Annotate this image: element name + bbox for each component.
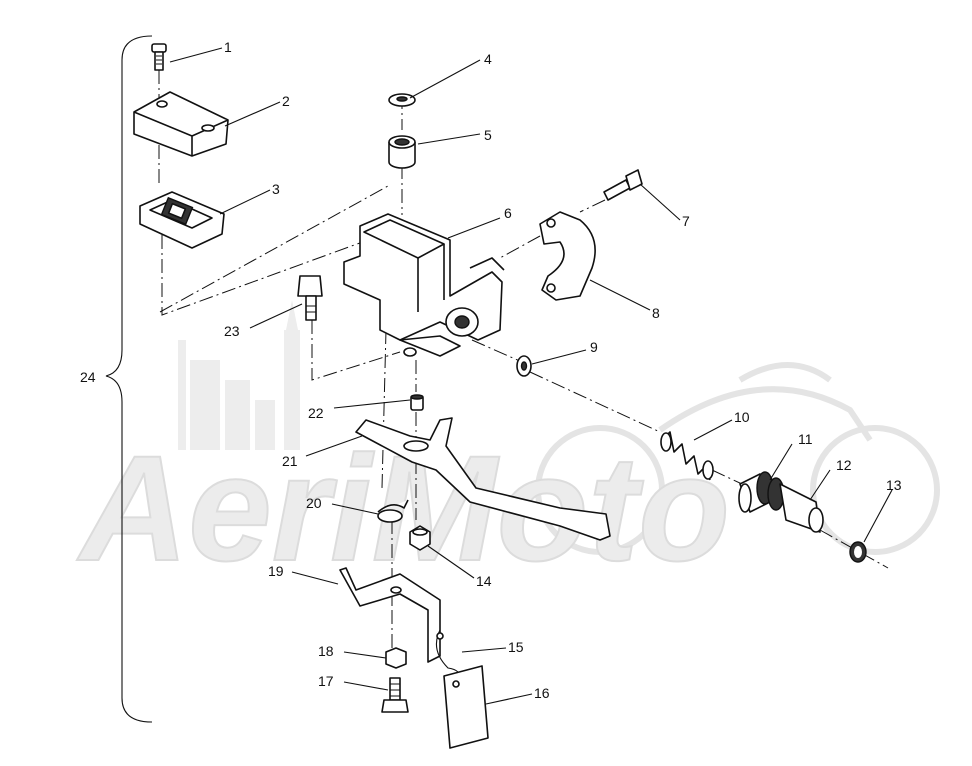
- callout-21: 21: [282, 453, 298, 469]
- callout-8: 8: [652, 305, 660, 321]
- callout-1: 1: [224, 39, 232, 55]
- part-13-o-ring: [849, 541, 867, 563]
- assembly-bracket: [105, 35, 153, 723]
- callout-18: 18: [318, 643, 334, 659]
- callout-9: 9: [590, 339, 598, 355]
- part-18-nut: [385, 647, 407, 669]
- part-20-spring-clip: [377, 499, 409, 523]
- callout-19: 19: [268, 563, 284, 579]
- part-8-clamp: [539, 211, 596, 301]
- part-5-bushing: [388, 135, 416, 169]
- part-6-master-cylinder: [343, 213, 505, 357]
- part-7-bolt: [603, 169, 643, 201]
- part-17-screw: [381, 677, 409, 713]
- callout-4: 4: [484, 51, 492, 67]
- part-10-spring: [660, 431, 714, 481]
- part-23-pivot-bolt: [297, 275, 323, 321]
- callout-20: 20: [306, 495, 322, 511]
- part-4-washer: [388, 93, 416, 107]
- callout-5: 5: [484, 127, 492, 143]
- part-21-lever: [355, 417, 611, 541]
- callout-23: 23: [224, 323, 240, 339]
- watermark-motorcycle-icon: [535, 362, 940, 555]
- part-3-diaphragm: [139, 191, 225, 249]
- callout-leader-lines: [169, 47, 893, 705]
- callout-16: 16: [534, 685, 550, 701]
- callout-7: 7: [682, 213, 690, 229]
- callout-2: 2: [282, 93, 290, 109]
- callout-labels: 1 2 3 4 5 6 7 8 9 10 11 12 13 14 15 16 1…: [80, 39, 902, 701]
- callout-24: 24: [80, 369, 96, 385]
- part-14-nut: [409, 525, 431, 551]
- part-19-switch-bracket: [339, 567, 441, 663]
- callout-12: 12: [836, 457, 852, 473]
- watermark-castle-icon: [178, 300, 300, 450]
- callout-14: 14: [476, 573, 492, 589]
- part-1-screw: [151, 43, 167, 71]
- part-9-washer: [516, 355, 532, 377]
- part-12-piston: [779, 483, 824, 533]
- part-16-tag: [443, 665, 489, 749]
- part-11-piston-seal: [738, 471, 785, 513]
- part-22-pivot-bushing: [410, 394, 424, 411]
- callout-6: 6: [504, 205, 512, 221]
- callout-3: 3: [272, 181, 280, 197]
- callout-13: 13: [886, 477, 902, 493]
- callout-15: 15: [508, 639, 524, 655]
- callout-22: 22: [308, 405, 324, 421]
- callout-17: 17: [318, 673, 334, 689]
- callout-11: 11: [798, 431, 813, 447]
- callout-10: 10: [734, 409, 750, 425]
- part-2-reservoir-cover: [133, 91, 229, 157]
